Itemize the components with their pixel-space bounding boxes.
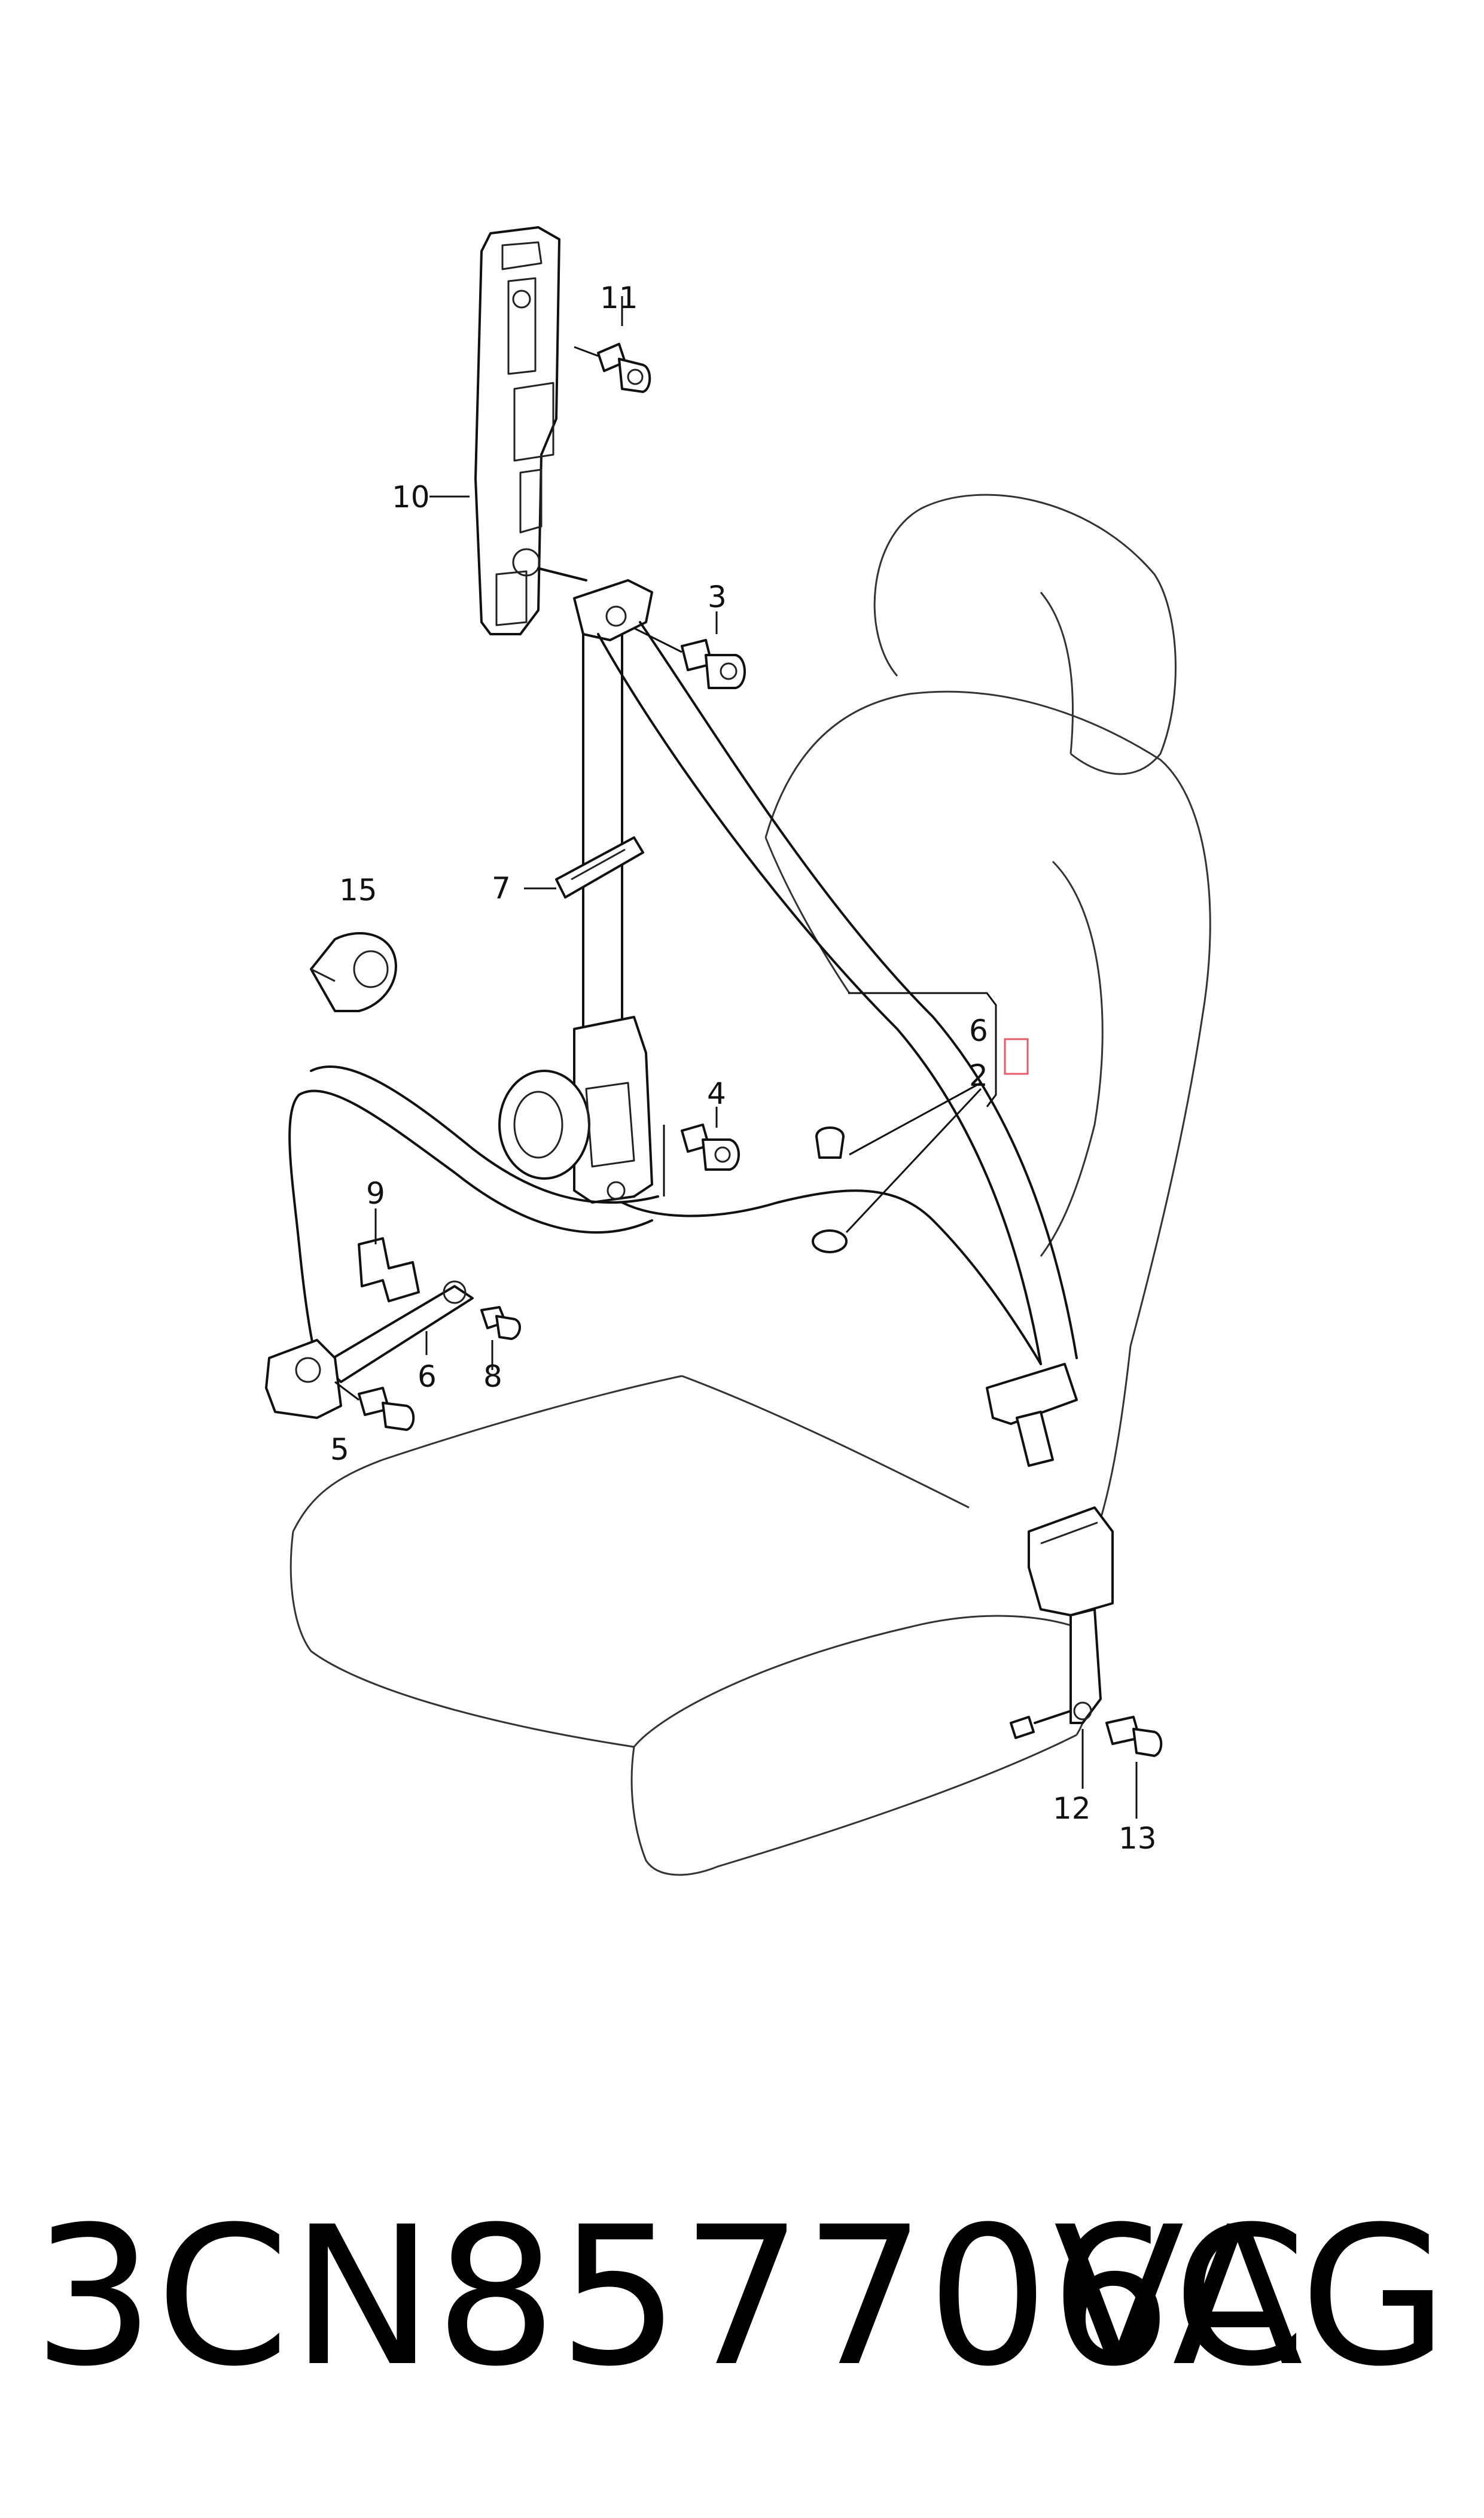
callout-15: 15	[339, 873, 377, 908]
callout-3: 3	[708, 580, 727, 614]
tape-roll	[310, 932, 397, 1012]
belt-retractor	[498, 1016, 653, 1204]
callout-9: 9	[366, 1176, 385, 1211]
bolt-11	[574, 343, 651, 393]
bracket-9	[358, 1237, 420, 1302]
callout-6-lower: 6	[418, 1359, 437, 1394]
bolt-5	[334, 1381, 415, 1431]
height-adjuster-rail	[474, 226, 587, 635]
cap-parts	[812, 1126, 848, 1253]
callout-12: 12	[1053, 1791, 1091, 1826]
bolt-8	[480, 1306, 521, 1340]
belt-tongue	[986, 1363, 1078, 1467]
anchor-bar-6	[265, 1280, 474, 1419]
callout-5: 5	[330, 1432, 349, 1467]
callout-6-upper: 6	[969, 1013, 988, 1048]
brand-label: VAG	[1053, 2186, 1448, 2409]
callout-7: 7	[492, 871, 511, 906]
leader-lines	[374, 296, 1138, 1819]
bolt-4	[681, 1123, 740, 1171]
belt-guide-loop	[555, 836, 644, 899]
retractor-webbing	[582, 633, 623, 1042]
highlight-marker	[1004, 1038, 1029, 1075]
seat-belt-buckle	[1010, 1506, 1114, 1739]
seat-belt-exploded-diagram: 11 10 3 7 15 6 2 4 9 6 8 5 12 13	[265, 226, 1211, 1876]
callout-10: 10	[392, 480, 430, 514]
callout-11: 11	[600, 281, 638, 315]
callout-13: 13	[1119, 1821, 1157, 1856]
part-number: 3CN857706C	[33, 2186, 1308, 2409]
callout-8: 8	[483, 1359, 502, 1394]
callout-2: 2	[969, 1058, 988, 1093]
lap-belt-webbing	[288, 1065, 1042, 1365]
bolt-3	[633, 627, 746, 689]
callout-labels: 11 10 3 7 15 6 2 4 9 6 8 5 12 13	[330, 281, 1157, 1856]
bolt-13	[1105, 1716, 1163, 1757]
callout-4: 4	[707, 1076, 726, 1111]
shoulder-belt-webbing	[597, 621, 1078, 1365]
